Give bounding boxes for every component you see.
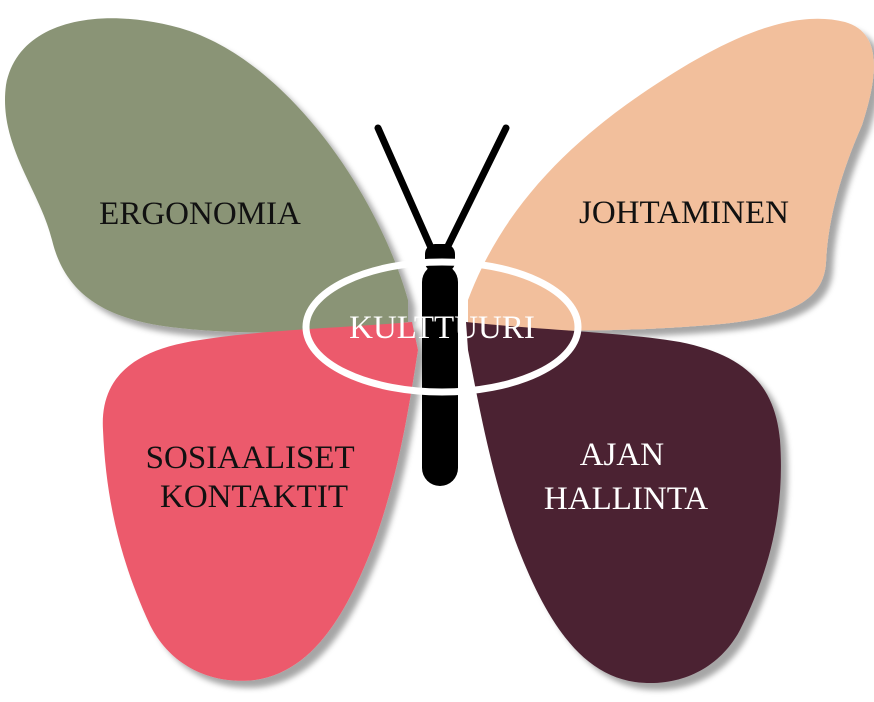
wing-label-ajan-hallinta-line-2: HALLINTA <box>544 481 708 517</box>
wing-label-ergonomia: ERGONOMIA <box>99 196 301 232</box>
wing-label-johtaminen: JOHTAMINEN <box>579 195 789 231</box>
wing-label-ajan-hallinta-line-1: AJAN <box>580 437 665 473</box>
wing-label-ergonomia-line: ERGONOMIA <box>99 196 301 232</box>
wing-top-right <box>468 19 874 331</box>
butterfly-body <box>422 264 458 486</box>
wing-label-sosiaaliset-line-1: SOSIAALISET <box>146 440 355 476</box>
wing-label-johtaminen-line: JOHTAMINEN <box>579 195 789 231</box>
wing-top-left <box>5 18 408 332</box>
wing-label-sosiaaliset-line-2: KONTAKTIT <box>160 479 348 515</box>
antenna-left <box>378 128 432 250</box>
antenna-right <box>446 128 506 250</box>
